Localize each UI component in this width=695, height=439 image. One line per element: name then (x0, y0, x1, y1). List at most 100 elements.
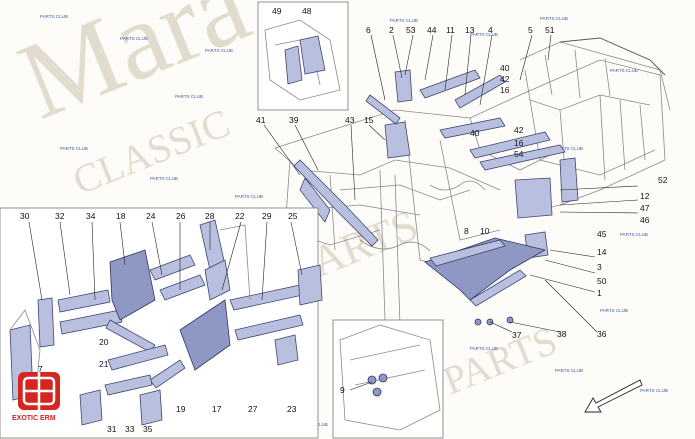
part-27 (234, 314, 304, 341)
callout-15: 15 (364, 115, 374, 125)
part-17 (179, 299, 231, 371)
part-21 (107, 344, 169, 371)
callout-labels: 6 2 53 44 11 13 4 5 51 49 48 40 42 16 41… (20, 6, 668, 434)
part-24 (149, 254, 196, 281)
callout-23: 23 (287, 404, 297, 414)
callout-27: 27 (248, 404, 258, 414)
callout-14: 14 (597, 247, 607, 257)
callout-44: 44 (427, 25, 437, 35)
part-26 (159, 274, 206, 301)
part-31 (79, 389, 103, 426)
watermark-parts-2: PARTS (437, 317, 564, 403)
callout-6: 6 (366, 25, 371, 35)
callout-50: 50 (597, 276, 607, 286)
callout-47: 47 (640, 203, 650, 213)
callout-39: 39 (289, 115, 299, 125)
beam-15 (384, 121, 411, 159)
chassis-frame (274, 37, 671, 326)
subframe-leg (469, 269, 527, 307)
watermark-tag: PARTS CLUB (205, 48, 233, 53)
watermark-tag: PARTS CLUB (235, 194, 263, 199)
watermark-tag: PARTS CLUB (640, 388, 668, 393)
callout-4: 4 (488, 25, 493, 35)
watermark-tag: PARTS CLUB (540, 16, 568, 21)
leader-lines (28, 34, 639, 391)
callout-42: 42 (500, 74, 510, 84)
bracket-49 (284, 45, 303, 85)
callout-32: 32 (55, 211, 65, 221)
bolt-9b (378, 373, 388, 383)
callout-8: 8 (464, 226, 469, 236)
callout-20: 20 (99, 337, 109, 347)
part-32 (57, 289, 111, 313)
watermark-tag: PARTS CLUB (40, 14, 68, 19)
callout-53: 53 (406, 25, 416, 35)
callout-16b: 16 (514, 138, 524, 148)
part-28 (204, 259, 231, 301)
callout-7: 7 (38, 364, 43, 374)
callout-10: 10 (480, 226, 490, 236)
callout-12: 12 (640, 191, 650, 201)
part-25 (297, 264, 323, 306)
callout-38: 38 (557, 329, 567, 339)
callout-30: 30 (20, 211, 30, 221)
arm-40 (439, 117, 506, 139)
part-33 (104, 374, 153, 396)
callout-43: 43 (345, 115, 355, 125)
part-35 (139, 389, 163, 426)
watermark-tag: PARTS CLUB (470, 32, 498, 37)
direction-arrow-icon (584, 379, 643, 413)
strut-13 (454, 74, 506, 109)
part-18 (109, 249, 156, 321)
crossmember-45 (514, 177, 553, 219)
callout-1: 1 (597, 288, 602, 298)
callout-24: 24 (146, 211, 156, 221)
part-23 (274, 334, 299, 366)
callout-40: 40 (500, 63, 510, 73)
watermark-tag: PARTS CLUB (555, 146, 583, 151)
strut-11 (419, 69, 481, 99)
arm-54 (479, 144, 566, 171)
callout-48: 48 (302, 6, 312, 16)
watermark-tag: PARTS CLUB (470, 346, 498, 351)
part-34 (59, 309, 123, 335)
callout-33: 33 (125, 424, 135, 434)
watermark-tag: PARTS CLUB (175, 94, 203, 99)
inset-bottom-center-panel (332, 319, 444, 439)
callout-9: 9 (340, 385, 345, 395)
bracket-41 (299, 177, 331, 223)
callout-3: 3 (597, 262, 602, 272)
beam-6 (365, 94, 401, 125)
watermark-tag: PARTS CLUB (120, 36, 148, 41)
watermark-tag: PARTS CLUB (390, 18, 418, 23)
subframe-rail (429, 239, 506, 267)
callout-2: 2 (389, 25, 394, 35)
bracket-14 (559, 157, 579, 203)
callout-31: 31 (107, 424, 117, 434)
callout-42b: 42 (514, 125, 524, 135)
watermark-tag: PARTS CLUB (620, 232, 648, 237)
callout-46: 46 (640, 215, 650, 225)
callout-29: 29 (262, 211, 272, 221)
watermark-tag: PARTS CLUB (610, 68, 638, 73)
bracket-53 (394, 69, 413, 103)
part-30 (37, 297, 55, 348)
watermark-tag: PARTS CLUB (600, 308, 628, 313)
callout-21: 21 (99, 359, 109, 369)
callout-11: 11 (446, 25, 455, 35)
callout-25: 25 (288, 211, 298, 221)
logo-text: EXOTIC ERM (12, 415, 56, 422)
callout-16: 16 (500, 85, 510, 95)
watermark-tag: PARTS CLUB (60, 146, 88, 151)
fastener-38 (506, 316, 514, 324)
arm-16 (469, 131, 551, 159)
callout-40b: 40 (470, 128, 480, 138)
callout-45: 45 (597, 229, 607, 239)
callout-49: 49 (272, 6, 282, 16)
callout-13: 13 (465, 25, 475, 35)
chassis-parts (293, 69, 579, 326)
inset-top-panel (257, 1, 349, 111)
callout-52: 52 (658, 175, 668, 185)
callout-26: 26 (176, 211, 186, 221)
